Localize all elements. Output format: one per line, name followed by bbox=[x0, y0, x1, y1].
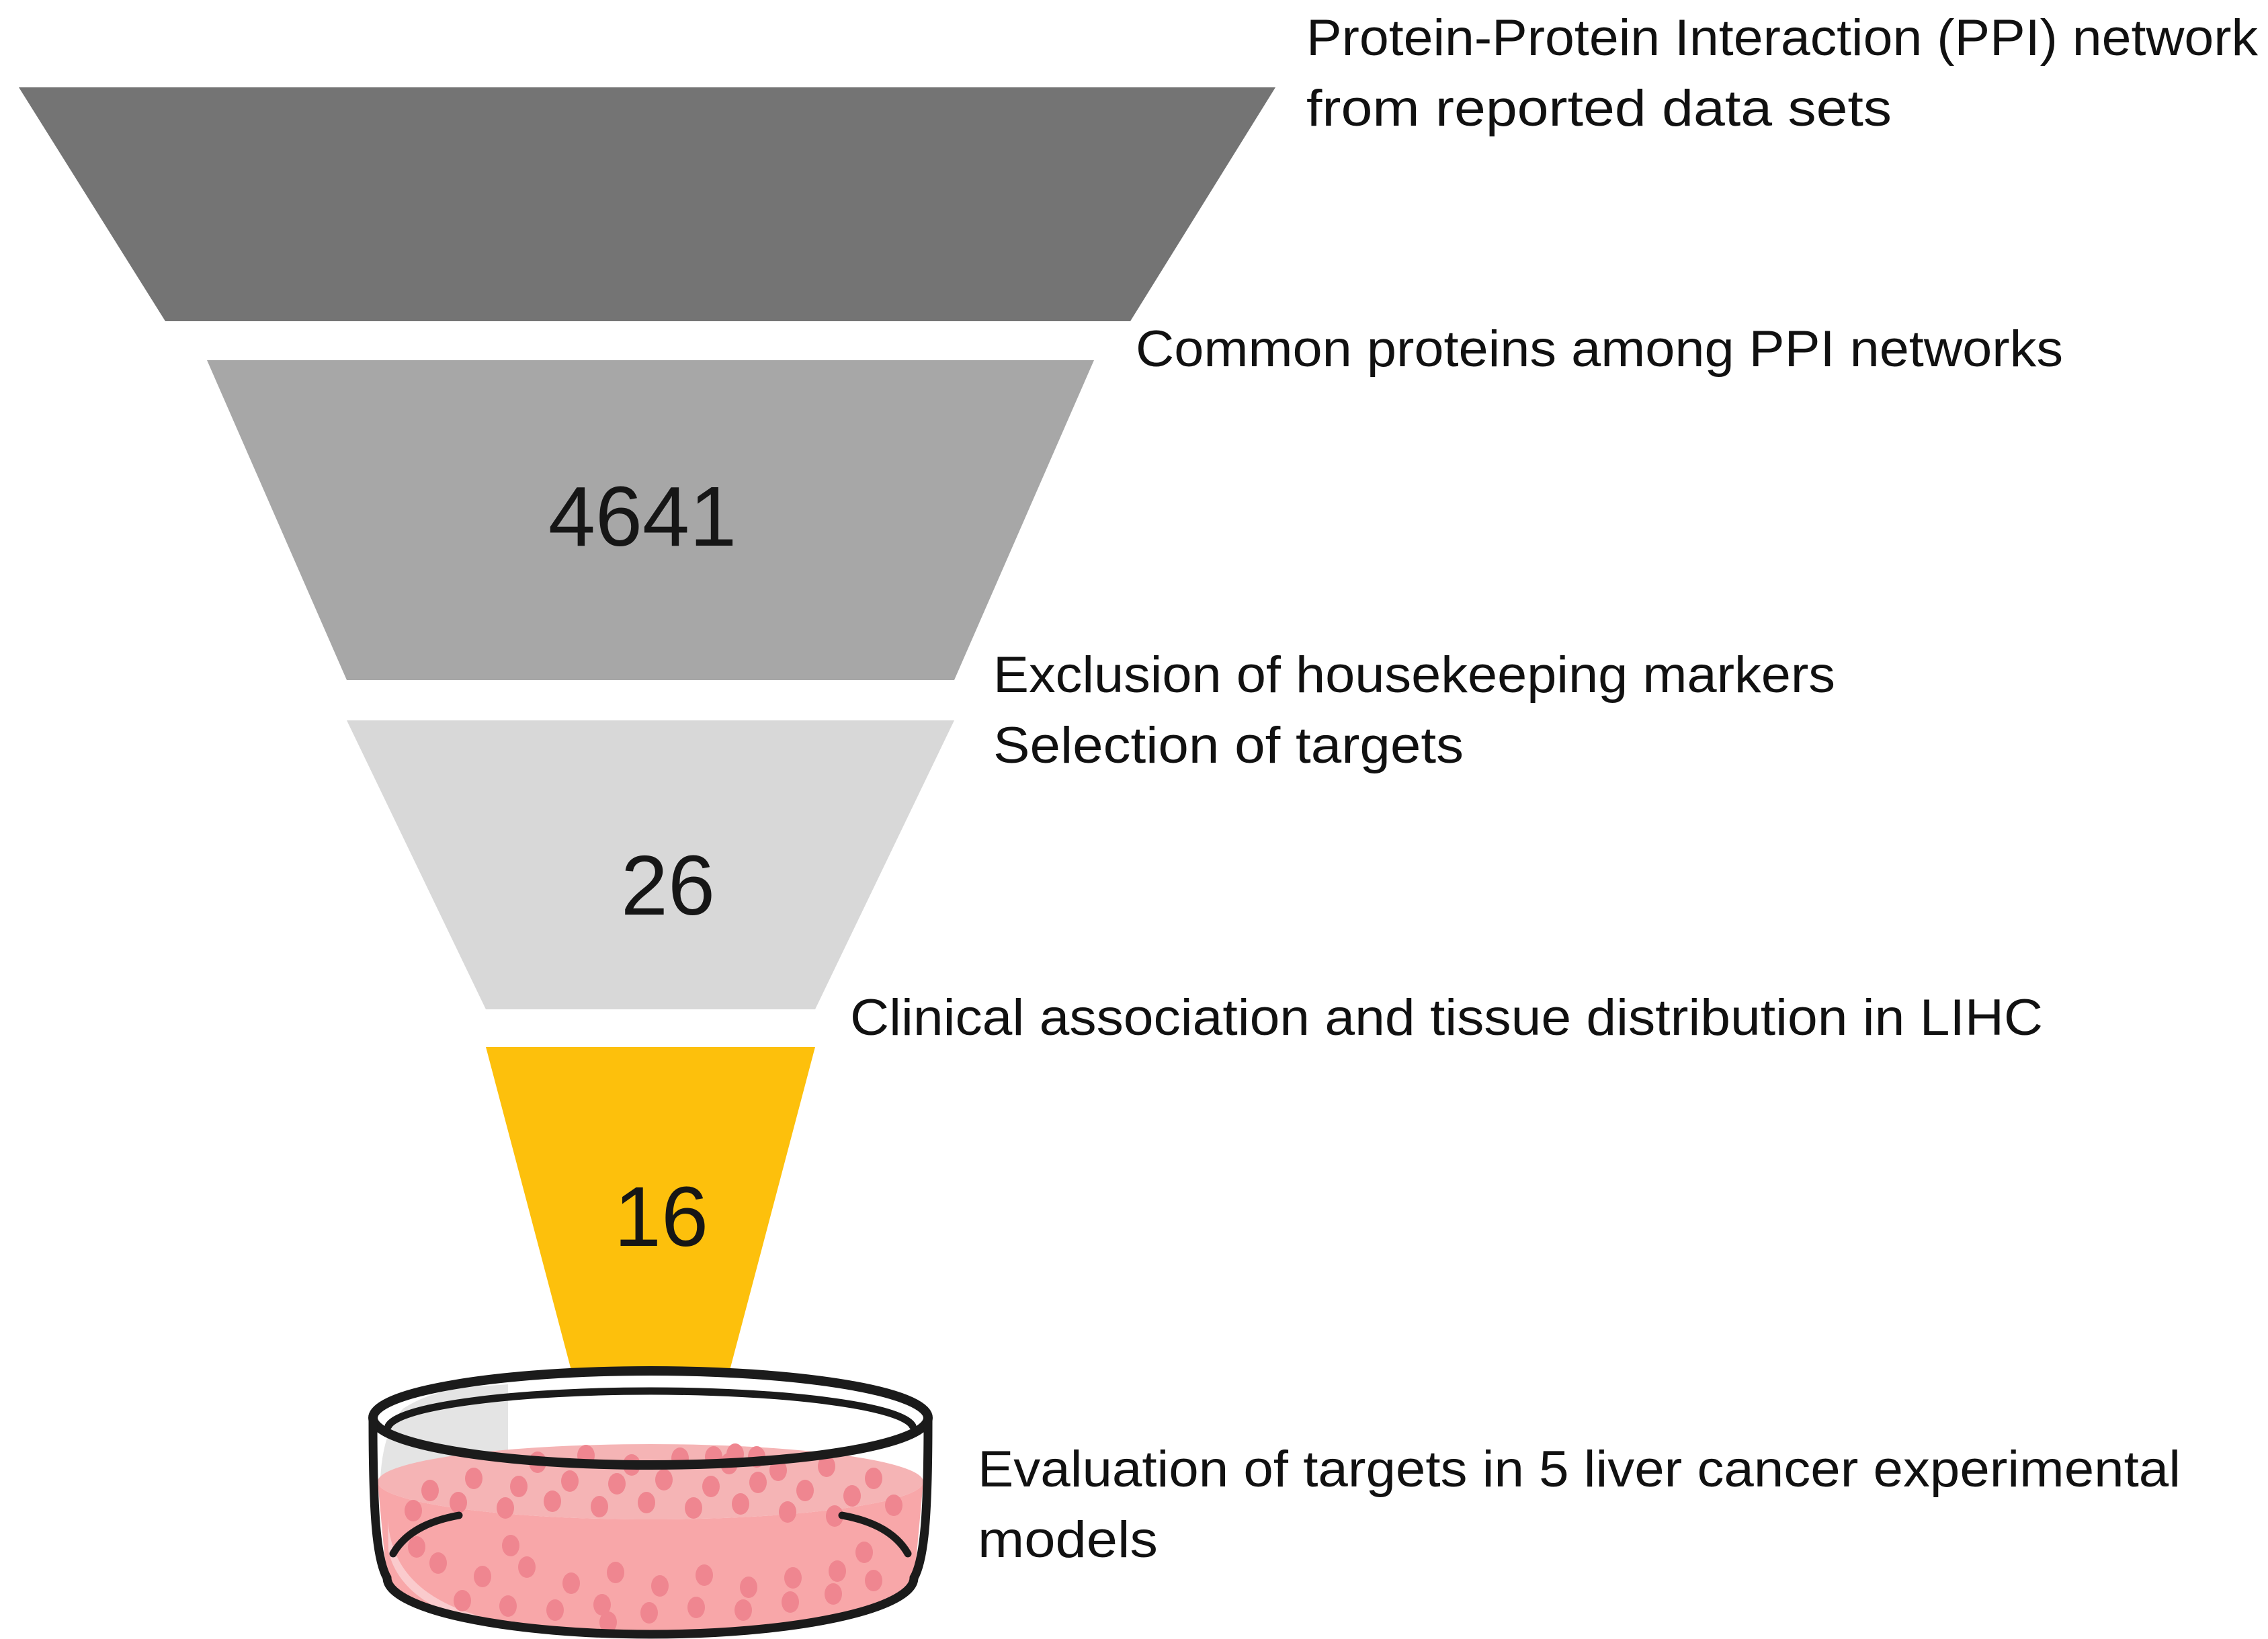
annotation-evaluation-line2: models bbox=[978, 1511, 1158, 1568]
colony-dot bbox=[546, 1599, 564, 1621]
colony-dot bbox=[562, 1572, 580, 1594]
colony-dot bbox=[510, 1476, 528, 1497]
colony-dot bbox=[734, 1599, 752, 1621]
colony-dot bbox=[497, 1497, 514, 1519]
annotation-common-proteins: Common proteins among PPI networks bbox=[1136, 321, 2063, 378]
wall-left bbox=[368, 1415, 392, 1583]
rim-inner-outline bbox=[384, 1387, 917, 1430]
stage-count-clinical-association: 16 bbox=[614, 1169, 708, 1264]
funnel: 4641 26 16 bbox=[19, 87, 1275, 1452]
annotation-selection: Selection of targets bbox=[993, 717, 1464, 774]
colony-dot bbox=[829, 1560, 846, 1582]
colony-dot bbox=[885, 1495, 902, 1516]
colony-dot bbox=[749, 1472, 767, 1493]
wall-right bbox=[909, 1415, 933, 1583]
colony-dot bbox=[544, 1490, 561, 1512]
colony-dot bbox=[769, 1460, 787, 1481]
funnel-stage-selected-targets bbox=[347, 720, 954, 1009]
funnel-stage-clinical-association bbox=[486, 1047, 815, 1452]
colony-dot bbox=[796, 1480, 814, 1501]
colony-dot bbox=[593, 1594, 611, 1615]
colony-dot bbox=[591, 1496, 608, 1517]
colony-dot bbox=[687, 1597, 705, 1618]
colony-dot bbox=[843, 1485, 861, 1507]
annotations: Protein-Protein Interaction (PPI) networ… bbox=[850, 9, 2259, 1568]
colony-dot bbox=[818, 1456, 835, 1477]
colony-dot bbox=[599, 1611, 617, 1633]
floor-edge-right bbox=[838, 1511, 912, 1558]
funnel-stage-ppi-network bbox=[19, 87, 1275, 321]
colony-dot bbox=[740, 1577, 757, 1598]
annotation-ppi-line1: Protein-Protein Interaction (PPI) networ… bbox=[1306, 9, 2259, 67]
colony-dot bbox=[638, 1492, 655, 1513]
petri-dish bbox=[368, 1366, 933, 1639]
annotation-ppi-line2: from reported data sets bbox=[1306, 80, 1892, 137]
colony-dot bbox=[865, 1570, 882, 1591]
colony-dot bbox=[655, 1469, 673, 1490]
colony-dot bbox=[421, 1480, 439, 1501]
colony-dot bbox=[825, 1583, 842, 1605]
colony-dot bbox=[732, 1493, 749, 1515]
colony-dot bbox=[782, 1591, 799, 1613]
annotation-evaluation-line1: Evaluation of targets in 5 liver cancer … bbox=[978, 1441, 2181, 1498]
colony-dot bbox=[429, 1552, 447, 1574]
colony-dot bbox=[502, 1535, 519, 1556]
colony-dot bbox=[784, 1567, 802, 1589]
colony-dot bbox=[465, 1468, 482, 1489]
colony-dot bbox=[865, 1468, 882, 1489]
colony-dot bbox=[454, 1590, 471, 1611]
colony-dot bbox=[607, 1562, 624, 1583]
colony-dot bbox=[651, 1575, 669, 1597]
stage-count-selected-targets: 26 bbox=[621, 838, 715, 933]
colony-dot bbox=[826, 1505, 843, 1527]
colony-dot bbox=[779, 1501, 796, 1523]
colony-dot bbox=[474, 1566, 491, 1587]
colony-dot bbox=[561, 1470, 579, 1492]
floor-edge-left bbox=[389, 1511, 463, 1558]
colony-dot bbox=[499, 1595, 517, 1617]
colony-dot bbox=[696, 1564, 713, 1586]
annotation-exclusion: Exclusion of housekeeping markers bbox=[993, 646, 1835, 704]
colony-dot bbox=[685, 1497, 702, 1519]
colony-dot bbox=[640, 1602, 658, 1624]
dish-bottom bbox=[382, 1573, 919, 1639]
stage-count-common-proteins: 4641 bbox=[548, 469, 737, 564]
annotation-clinical: Clinical association and tissue distribu… bbox=[850, 989, 2043, 1046]
colony-dot bbox=[405, 1500, 422, 1521]
funnel-stage-common-proteins bbox=[207, 360, 1094, 680]
medium-highlight bbox=[388, 1519, 571, 1632]
colony-dot bbox=[608, 1473, 626, 1495]
colony-dot bbox=[518, 1556, 536, 1578]
colony-dot bbox=[855, 1542, 873, 1563]
colony-dot bbox=[408, 1536, 425, 1558]
colony-dot bbox=[702, 1476, 720, 1497]
colony-dot bbox=[450, 1492, 467, 1513]
